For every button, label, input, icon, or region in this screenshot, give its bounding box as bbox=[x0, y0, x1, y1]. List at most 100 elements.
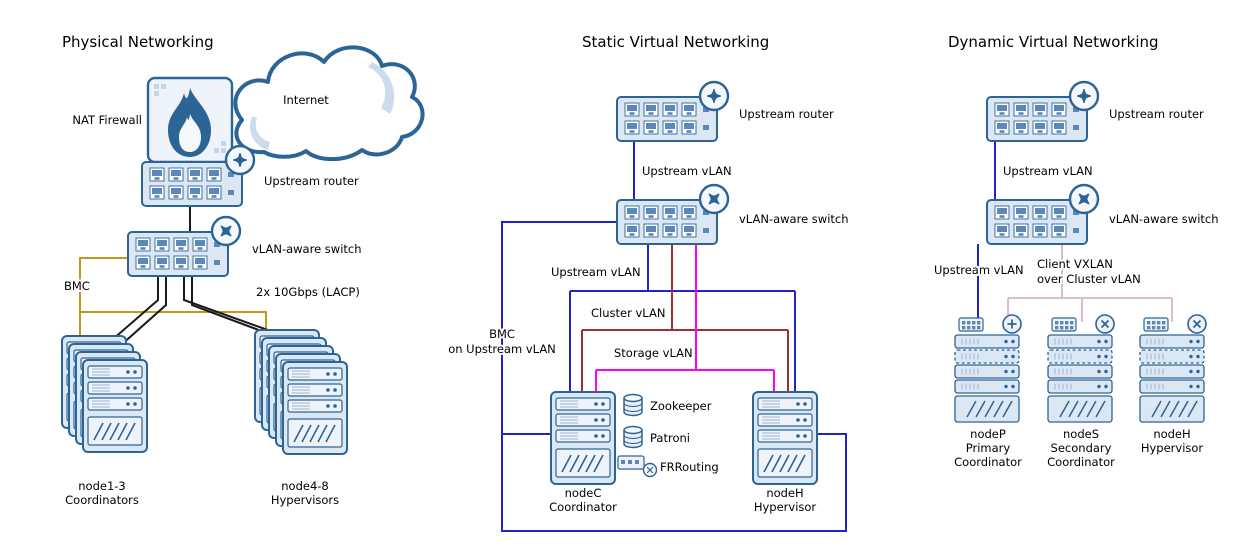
cluster-vlan-links bbox=[581, 244, 789, 396]
static-upstream-router-device bbox=[617, 82, 728, 141]
nic-ports-icon bbox=[1051, 317, 1077, 332]
hypervisor-slot-icon bbox=[954, 395, 1020, 423]
nic-ports-icon bbox=[1143, 317, 1169, 332]
hypervisor-slot-icon bbox=[1047, 395, 1113, 423]
server-icon bbox=[83, 360, 147, 452]
static-title: Static Virtual Networking bbox=[582, 33, 769, 51]
nodec-server-icon bbox=[551, 392, 615, 484]
dynamic-upstream-router-label: Upstream router bbox=[1109, 107, 1204, 121]
cluster-vlan-label: Cluster vLAN bbox=[591, 306, 665, 320]
static-virtual-section: Static Virtual Networking Upstream route… bbox=[446, 33, 849, 532]
static-nodeh-role-label: Hypervisor bbox=[754, 500, 817, 514]
vm-unit-icon bbox=[1139, 379, 1205, 394]
dynamic-nodeh-vm-stack bbox=[1139, 314, 1207, 423]
vm-unit-icon bbox=[1047, 364, 1113, 379]
nodec-name-label: nodeC bbox=[565, 486, 602, 500]
hypervisor-slot-icon bbox=[1139, 395, 1205, 423]
internet-label: Internet bbox=[283, 93, 329, 107]
nodes-vm-stack bbox=[1047, 314, 1115, 423]
coordinators-role-label: Coordinators bbox=[65, 493, 139, 507]
vm-unit-icon bbox=[1139, 364, 1205, 379]
nat-firewall-icon bbox=[146, 76, 234, 164]
lacp-link-coordinators-2 bbox=[119, 276, 167, 347]
dynamic-virtual-section: Dynamic Virtual Networking Upstream rout… bbox=[932, 33, 1219, 469]
dynamic-upstream-router-device bbox=[987, 82, 1098, 141]
static-nodeh-name-label: nodeH bbox=[766, 486, 803, 500]
vm-unit-icon bbox=[954, 379, 1020, 394]
patroni-database-icon bbox=[623, 425, 643, 449]
bmc-label: BMC bbox=[64, 279, 90, 293]
dynamic-nodeh-role-label: Hypervisor bbox=[1141, 441, 1204, 455]
storage-vlan-label: Storage vLAN bbox=[614, 346, 693, 360]
static-upstream-vlan-label: Upstream vLAN bbox=[551, 265, 641, 279]
vm-unit-icon bbox=[1139, 334, 1205, 349]
bmc-upstream-label-line2: on Upstream vLAN bbox=[448, 342, 556, 356]
nodep-vm-stack bbox=[954, 314, 1022, 423]
vm-unit-dashed-icon bbox=[1139, 349, 1205, 364]
internet-cloud-icon bbox=[233, 45, 425, 162]
nodec-role-label: Coordinator bbox=[549, 500, 617, 514]
dynamic-vlan-switch-device bbox=[987, 185, 1098, 244]
lacp-label: 2x 10Gbps (LACP) bbox=[256, 285, 360, 299]
router-badge-icon bbox=[700, 82, 728, 110]
vm-unit-icon bbox=[1047, 334, 1113, 349]
nodep-role1-label: Primary bbox=[966, 441, 1011, 455]
lacp-link-hypervisors-1 bbox=[183, 276, 291, 339]
patroni-label: Patroni bbox=[650, 431, 690, 445]
hypervisors-name-label: node4-8 bbox=[281, 479, 328, 493]
router-badge-icon bbox=[1070, 82, 1098, 110]
hypervisors-server-stack bbox=[255, 330, 347, 454]
bmc-link-coordinators bbox=[79, 257, 128, 348]
hypervisors-role-label: Hypervisors bbox=[271, 493, 339, 507]
cloud-swish-right bbox=[368, 62, 395, 114]
physical-upstream-router-label: Upstream router bbox=[264, 174, 359, 188]
static-vlan-switch-label: vLAN-aware switch bbox=[739, 212, 849, 226]
frrouting-label: FRRouting bbox=[660, 460, 719, 474]
nodes-role1-label: Secondary bbox=[1051, 441, 1112, 455]
nic-ports-icon bbox=[958, 317, 984, 332]
vm-unit-dashed-icon bbox=[1047, 349, 1113, 364]
router-badge-icon bbox=[226, 146, 254, 174]
vm-unit-icon bbox=[1047, 379, 1113, 394]
firewall-brick-pattern bbox=[154, 84, 226, 153]
dynamic-upstream-vlan-label: Upstream vLAN bbox=[934, 263, 1024, 277]
physical-vlan-switch-device bbox=[128, 217, 240, 276]
lacp-link-coordinators-1 bbox=[111, 276, 159, 341]
vm-unit-dashed-icon bbox=[954, 349, 1020, 364]
frrouting-icon bbox=[617, 455, 658, 478]
static-upstream-vlan-link-label: Upstream vLAN bbox=[642, 164, 732, 178]
dynamic-upstream-vlan-link-label: Upstream vLAN bbox=[1003, 164, 1093, 178]
switch-badge-icon bbox=[1070, 185, 1098, 213]
server-icon bbox=[283, 362, 347, 454]
vm-unit-icon bbox=[954, 334, 1020, 349]
cloud-swish-left bbox=[249, 116, 270, 150]
secondary-x-badge-icon bbox=[1095, 314, 1115, 334]
nat-firewall-label: NAT Firewall bbox=[72, 113, 142, 127]
client-vxlan-label-line2: over Cluster vLAN bbox=[1037, 272, 1141, 286]
dynamic-nodeh-name-label: nodeH bbox=[1153, 427, 1190, 441]
physical-vlan-switch-label: vLAN-aware switch bbox=[252, 242, 362, 256]
switch-badge-icon bbox=[212, 217, 240, 245]
dynamic-vlan-switch-label: vLAN-aware switch bbox=[1109, 212, 1219, 226]
bmc-upstream-label-line1: BMC bbox=[489, 327, 515, 341]
switch-badge-icon bbox=[700, 185, 728, 213]
vm-unit-icon bbox=[954, 364, 1020, 379]
coordinators-server-stack bbox=[62, 336, 147, 452]
zookeeper-database-icon bbox=[623, 393, 643, 417]
client-vxlan-links bbox=[1007, 244, 1173, 322]
bmc-upstream-vlan-loop bbox=[501, 221, 847, 532]
nodep-name-label: nodeP bbox=[970, 427, 1006, 441]
primary-plus-badge-icon bbox=[1002, 314, 1022, 334]
static-nodeh-server-icon bbox=[753, 392, 817, 484]
upstream-vlan-links bbox=[569, 244, 796, 396]
storage-vlan-links bbox=[595, 244, 775, 396]
physical-title: Physical Networking bbox=[62, 33, 214, 51]
nodes-role2-label: Coordinator bbox=[1047, 455, 1115, 469]
nodes-name-label: nodeS bbox=[1063, 427, 1099, 441]
zookeeper-label: Zookeeper bbox=[650, 399, 712, 413]
nodep-role2-label: Coordinator bbox=[954, 455, 1022, 469]
hypervisor-x-badge-icon bbox=[1187, 314, 1207, 334]
client-vxlan-label-line1: Client VXLAN bbox=[1037, 257, 1113, 271]
